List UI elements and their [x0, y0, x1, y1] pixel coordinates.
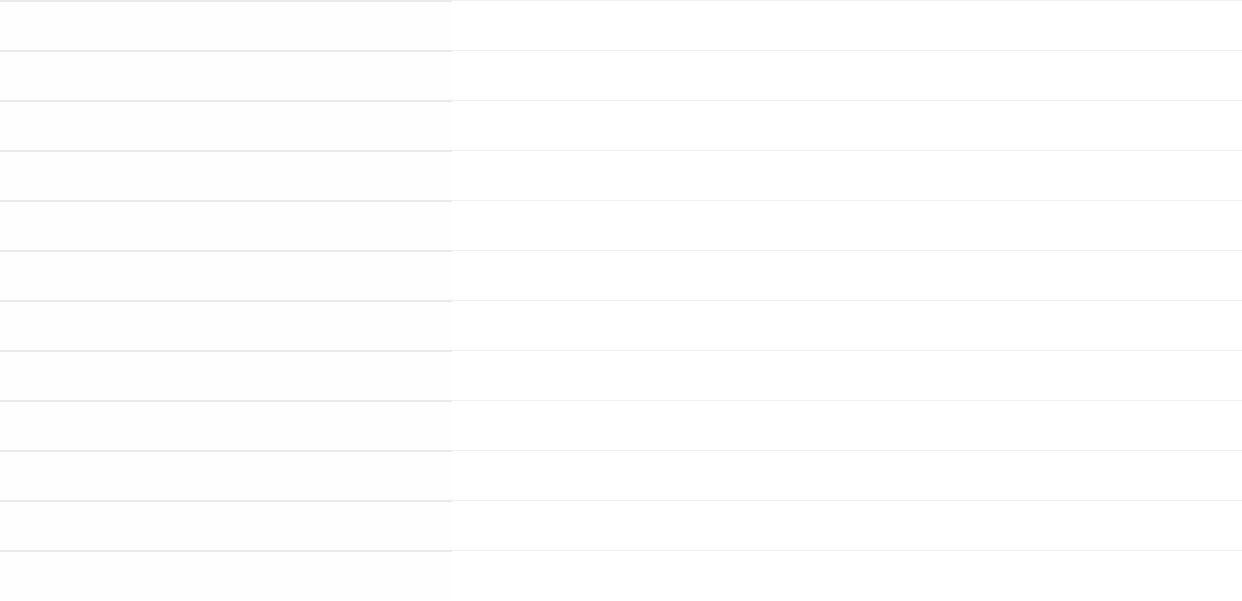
table-cell-left — [0, 150, 452, 200]
table-cell-left — [0, 350, 452, 400]
table-cell-left — [0, 0, 452, 50]
table-row — [0, 0, 1242, 50]
table-row — [0, 250, 1242, 300]
table-row — [0, 450, 1242, 500]
table-row — [0, 50, 1242, 100]
table-cell-right — [452, 400, 1242, 450]
table-cell-right — [452, 50, 1242, 100]
table-row — [0, 200, 1242, 250]
table-cell-right — [452, 450, 1242, 500]
table-cell-left — [0, 50, 452, 100]
table-cell-right — [452, 500, 1242, 550]
table-cell-left — [0, 100, 452, 150]
table-cell-right — [452, 250, 1242, 300]
table-row — [0, 100, 1242, 150]
table-cell-right — [452, 150, 1242, 200]
table-cell-left — [0, 550, 452, 600]
table-cell-right — [452, 300, 1242, 350]
table-row — [0, 400, 1242, 450]
table-cell-left — [0, 450, 452, 500]
table-row — [0, 350, 1242, 400]
table-cell-right — [452, 0, 1242, 50]
table-cell-left — [0, 400, 452, 450]
table-cell-left — [0, 500, 452, 550]
table-cell-right — [452, 100, 1242, 150]
table-cell-right — [452, 550, 1242, 600]
table-row — [0, 550, 1242, 600]
table-cell-right — [452, 200, 1242, 250]
table-cell-right — [452, 350, 1242, 400]
table-cell-left — [0, 200, 452, 250]
table-row — [0, 150, 1242, 200]
table-row — [0, 500, 1242, 550]
table-row — [0, 300, 1242, 350]
table-cell-left — [0, 250, 452, 300]
table-cell-left — [0, 300, 452, 350]
